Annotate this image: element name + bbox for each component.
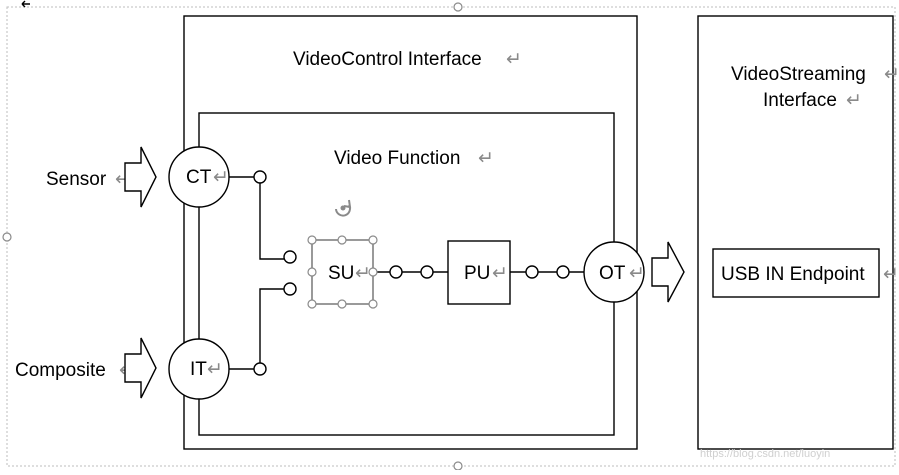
return-mark: ↵ [478, 148, 494, 169]
selection-handle-ne[interactable] [368, 235, 378, 245]
canvas-resize-handle-bottom[interactable] [453, 461, 463, 471]
ot-input-port[interactable] [556, 265, 570, 279]
video-function-label: Video Function [334, 148, 460, 169]
corner-return-icon [21, 0, 30, 8]
pu-processing-unit[interactable] [447, 240, 511, 305]
videostreaming-interface-label-line1: VideoStreaming [731, 64, 866, 85]
videostreaming-interface-box[interactable] [697, 15, 894, 450]
return-mark: ↵ [213, 167, 229, 188]
it-input-terminal[interactable] [168, 338, 230, 400]
return-mark: ↵ [506, 49, 522, 70]
pu-label: PU [464, 263, 490, 284]
return-mark: ↵ [355, 263, 371, 284]
sensor-input-arrow[interactable] [124, 146, 157, 208]
ot-output-terminal[interactable] [583, 241, 645, 303]
videocontrol-interface-label: VideoControl Interface [293, 49, 482, 70]
canvas-resize-handle-left[interactable] [2, 232, 12, 242]
selection-handle-w[interactable] [307, 267, 317, 277]
return-mark: ↵ [492, 263, 508, 284]
return-mark: ↵ [884, 64, 899, 85]
video-function-box[interactable] [198, 112, 615, 436]
it-to-su-wire [259, 288, 292, 369]
ct-output-port[interactable] [253, 170, 267, 184]
watermark-text: https://blog.csdn.net/luoyin [700, 448, 830, 460]
rotate-handle-icon[interactable] [335, 199, 352, 217]
pu-input-port[interactable] [420, 265, 434, 279]
selection-handle-n[interactable] [337, 235, 347, 245]
output-stream-arrow[interactable] [651, 241, 685, 303]
it-output-port[interactable] [253, 362, 267, 376]
return-mark: ↵ [846, 90, 862, 111]
composite-input-arrow[interactable] [124, 337, 157, 399]
ct-camera-terminal[interactable] [168, 146, 230, 208]
selection-handle-e[interactable] [368, 267, 378, 277]
usb-in-endpoint-box[interactable] [712, 248, 880, 298]
ot-label: OT [599, 263, 626, 284]
ct-label: CT [186, 167, 212, 188]
selection-handle-nw[interactable] [307, 235, 317, 245]
su-input-port-1[interactable] [283, 250, 297, 264]
return-mark: ↵ [883, 264, 899, 285]
su-input-port-2[interactable] [283, 282, 297, 296]
su-label: SU [328, 263, 354, 284]
selection-handle-s[interactable] [337, 299, 347, 309]
videostreaming-interface-label-line2: Interface [763, 90, 837, 111]
composite-label: Composite [15, 360, 106, 381]
canvas-resize-handle-top[interactable] [453, 2, 463, 12]
return-mark: ↵ [207, 359, 223, 380]
ct-to-su-wire [259, 177, 292, 260]
it-label: IT [190, 359, 207, 380]
selection-handle-sw[interactable] [307, 299, 317, 309]
usb-in-endpoint-label: USB IN Endpoint [721, 264, 865, 285]
selection-handle-se[interactable] [368, 299, 378, 309]
return-mark: ↵ [629, 263, 645, 284]
sensor-label: Sensor [46, 169, 107, 190]
pu-output-port[interactable] [525, 265, 539, 279]
su-output-port[interactable] [389, 265, 403, 279]
